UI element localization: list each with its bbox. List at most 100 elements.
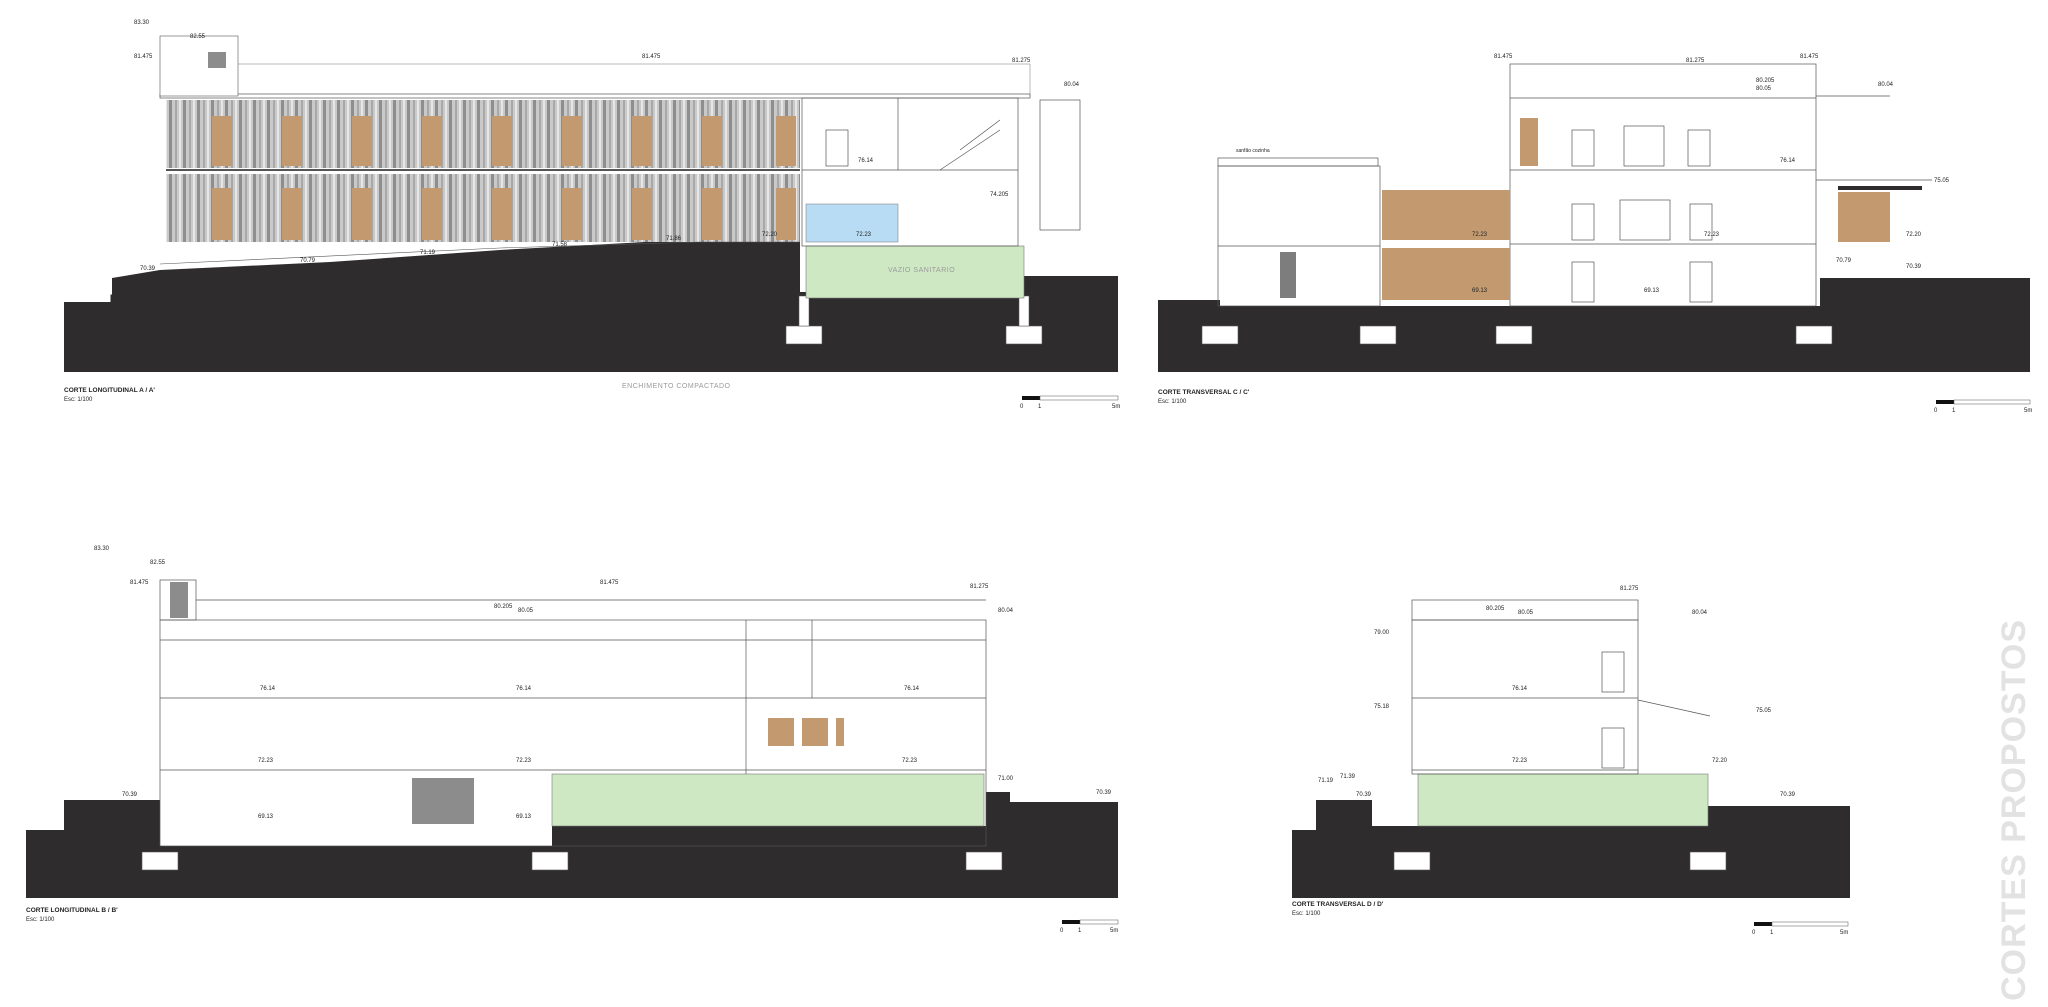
level-label: 82.55 bbox=[150, 560, 166, 566]
svg-text:5m: 5m bbox=[2024, 408, 2032, 414]
section-caption: CORTE LONGITUDINAL B / B' bbox=[26, 907, 118, 914]
level-label: 71.19 bbox=[420, 250, 436, 256]
section-scale: Esc: 1/100 bbox=[1292, 911, 1321, 917]
level-label: 70.39 bbox=[122, 792, 138, 798]
wood-panel bbox=[1520, 118, 1538, 166]
level-label: 70.79 bbox=[300, 258, 316, 264]
wood-panel bbox=[1382, 248, 1510, 300]
svg-text:5m: 5m bbox=[1840, 930, 1848, 936]
footings bbox=[1393, 851, 1727, 871]
section-caption: CORTE LONGITUDINAL A / A' bbox=[64, 387, 155, 394]
roof-slab bbox=[159, 93, 1031, 99]
footings bbox=[141, 851, 1003, 871]
level-label: 70.39 bbox=[140, 266, 156, 272]
level-label: 71.00 bbox=[998, 776, 1014, 782]
level-label: 76.14 bbox=[516, 686, 532, 692]
level-label: 72.23 bbox=[902, 758, 918, 764]
wood-panel bbox=[768, 718, 794, 746]
level-label: 70.79 bbox=[1836, 258, 1852, 264]
level-label: 71.39 bbox=[1340, 774, 1356, 780]
level-label: 76.14 bbox=[1780, 158, 1796, 164]
svg-text:5m: 5m bbox=[1112, 404, 1120, 410]
level-label: 81.475 bbox=[1800, 54, 1819, 60]
level-label: 81.475 bbox=[134, 54, 153, 60]
level-label: 70.39 bbox=[1780, 792, 1796, 798]
level-label: 80.205 bbox=[1486, 606, 1505, 612]
footings bbox=[1201, 325, 1833, 345]
level-label: 69.13 bbox=[258, 814, 274, 820]
ground-mass bbox=[26, 792, 1118, 898]
section-d: 80.205 80.05 81.275 80.04 79.00 76.14 75… bbox=[1292, 586, 1850, 936]
wood-panel bbox=[802, 718, 828, 746]
level-label: 72.20 bbox=[1712, 758, 1728, 764]
level-label: 80.05 bbox=[1518, 610, 1534, 616]
level-label: 81.275 bbox=[1620, 586, 1639, 592]
footing bbox=[785, 325, 823, 345]
level-label: 80.04 bbox=[1878, 82, 1894, 88]
level-label: 83.30 bbox=[134, 20, 150, 26]
level-label: 75.05 bbox=[1934, 178, 1950, 184]
gray-panel bbox=[1280, 252, 1296, 298]
facade-lower bbox=[166, 174, 800, 242]
level-label: 80.04 bbox=[998, 608, 1014, 614]
level-label: 76.14 bbox=[904, 686, 920, 692]
gray-panel bbox=[412, 778, 474, 824]
section-scale: Esc: 1/100 bbox=[26, 917, 55, 923]
section-c: sanfão cozinha 81.475 81.275 80.205 80.0… bbox=[1158, 54, 2032, 414]
wood-panel bbox=[836, 718, 844, 746]
wood-panel bbox=[1382, 190, 1510, 240]
level-label: 76.14 bbox=[1512, 686, 1528, 692]
ground-mass bbox=[64, 240, 1118, 372]
level-label: 80.205 bbox=[494, 604, 513, 610]
fill-note: ENCHIMENTO COMPACTADO bbox=[622, 383, 731, 390]
wood-panel bbox=[1838, 192, 1890, 242]
level-label: 79.00 bbox=[1374, 630, 1390, 636]
level-label: 81.275 bbox=[1012, 58, 1031, 64]
svg-text:1: 1 bbox=[1770, 930, 1774, 936]
level-label: 70.39 bbox=[1096, 790, 1112, 796]
level-label: 72.23 bbox=[258, 758, 274, 764]
stair-steps bbox=[110, 278, 132, 302]
scale-bar: 0 1 5m bbox=[1060, 919, 1118, 934]
level-label: 80.05 bbox=[1756, 86, 1772, 92]
level-label: 69.13 bbox=[1644, 288, 1660, 294]
level-label: 76.14 bbox=[858, 158, 874, 164]
level-label: 72.23 bbox=[516, 758, 532, 764]
level-label: 81.275 bbox=[970, 584, 989, 590]
building-outline bbox=[1411, 599, 1711, 775]
level-label: 81.475 bbox=[1494, 54, 1513, 60]
facade-upper bbox=[166, 100, 800, 168]
level-label: 81.475 bbox=[642, 54, 661, 60]
building-outline bbox=[1217, 63, 1932, 307]
section-caption: CORTE TRANSVERSAL C / C' bbox=[1158, 389, 1250, 396]
level-label: 72.23 bbox=[1472, 232, 1488, 238]
level-label: 76.14 bbox=[260, 686, 276, 692]
cover-label: sanfão cozinha bbox=[1236, 148, 1270, 154]
scale-bar: 0 1 5m bbox=[1020, 395, 1120, 410]
level-label: 69.13 bbox=[516, 814, 532, 820]
level-label: 69.13 bbox=[1472, 288, 1488, 294]
svg-text:5m: 5m bbox=[1110, 928, 1118, 934]
wood-panels bbox=[212, 116, 796, 240]
section-b: 83.30 82.55 81.475 81.475 80.205 80.05 8… bbox=[26, 546, 1118, 934]
level-label: 74.205 bbox=[990, 192, 1009, 198]
interior-right bbox=[801, 97, 1081, 247]
sanitary-void bbox=[1417, 773, 1709, 827]
level-label: 71.58 bbox=[552, 242, 568, 248]
level-label: 80.04 bbox=[1064, 82, 1080, 88]
section-a: 83.30 82.55 81.475 81.475 81.275 80.04 7… bbox=[64, 20, 1120, 410]
level-label: 81.475 bbox=[600, 580, 619, 586]
level-label: 82.55 bbox=[190, 34, 206, 40]
level-label: 72.20 bbox=[762, 232, 778, 238]
level-label: 72.23 bbox=[1704, 232, 1720, 238]
svg-text:0: 0 bbox=[1020, 404, 1024, 410]
ground-mass bbox=[1292, 800, 1850, 898]
level-label: 75.18 bbox=[1374, 704, 1390, 710]
pool-water bbox=[805, 203, 899, 243]
scale-bar: 0 1 5m bbox=[1934, 399, 2032, 414]
section-scale: Esc: 1/100 bbox=[1158, 399, 1187, 405]
sanitary-void bbox=[805, 245, 1025, 299]
level-label: 80.04 bbox=[1692, 610, 1708, 616]
level-label: 72.23 bbox=[1512, 758, 1528, 764]
